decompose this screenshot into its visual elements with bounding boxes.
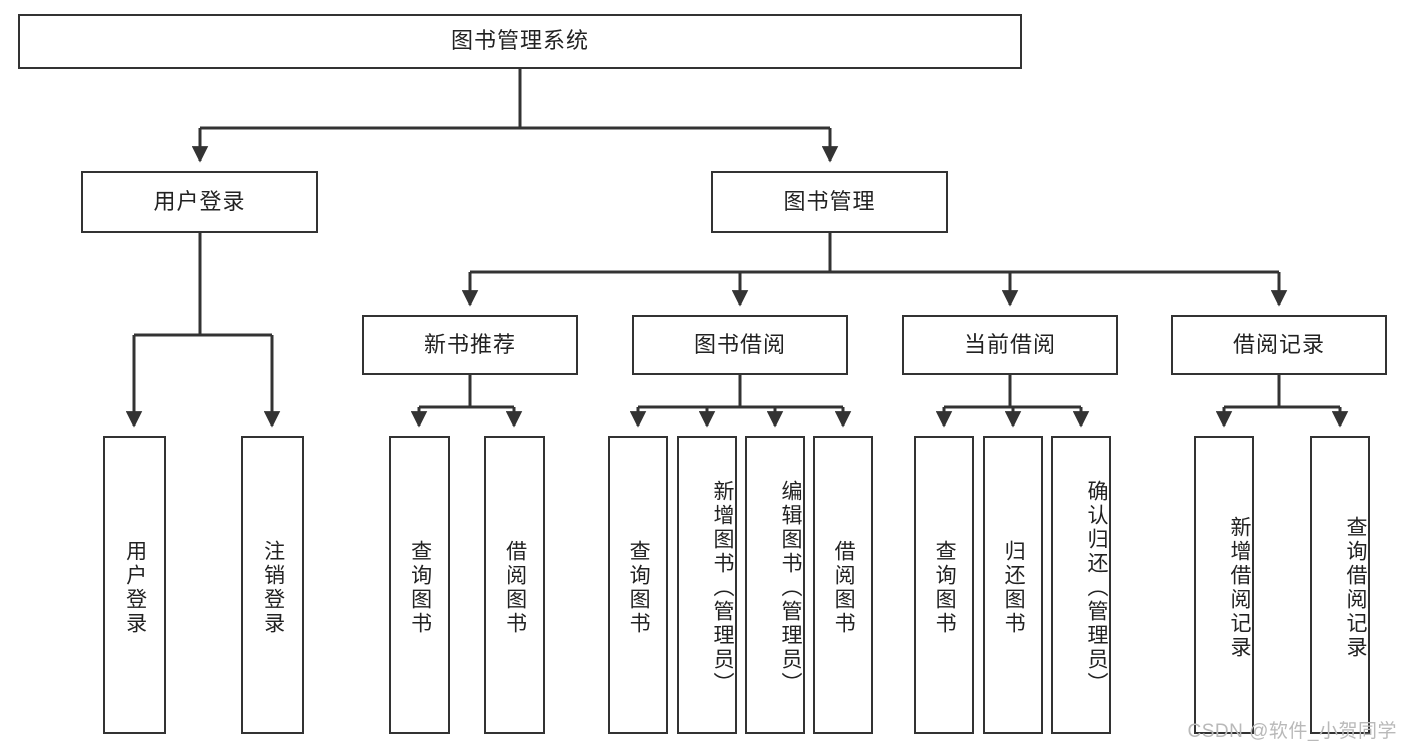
node-leaf-query-book-3-label: 查询图书	[933, 540, 957, 636]
node-book-borrow-label: 图书借阅	[693, 331, 786, 357]
node-leaf-query-book-3[interactable]: 查询图书	[914, 436, 974, 734]
node-leaf-query-book-1-label: 查询图书	[408, 540, 432, 636]
node-user-login-label: 用户登录	[153, 188, 246, 214]
node-leaf-query-book-1[interactable]: 查询图书	[389, 436, 450, 734]
node-new-book-recommend[interactable]: 新书推荐	[362, 315, 578, 375]
node-leaf-borrow-book-1-label: 借阅图书	[503, 540, 527, 636]
node-leaf-add-record[interactable]: 新增借阅记录	[1194, 436, 1254, 734]
node-book-borrow[interactable]: 图书借阅	[632, 315, 848, 375]
node-leaf-borrow-book-1[interactable]: 借阅图书	[484, 436, 545, 734]
node-current-borrow[interactable]: 当前借阅	[902, 315, 1118, 375]
watermark: CSDN @软件_小贺同学	[1187, 721, 1397, 742]
node-leaf-query-record[interactable]: 查询借阅记录	[1310, 436, 1370, 734]
node-leaf-borrow-book-2[interactable]: 借阅图书	[813, 436, 873, 734]
node-leaf-user-login[interactable]: 用户登录	[103, 436, 166, 734]
node-leaf-confirm-return-label: 确认归还（管理员）	[1085, 480, 1108, 696]
node-book-manage[interactable]: 图书管理	[711, 171, 948, 233]
node-leaf-user-login-label: 用户登录	[123, 540, 147, 636]
node-leaf-query-book-2[interactable]: 查询图书	[608, 436, 668, 734]
node-new-book-recommend-label: 新书推荐	[423, 331, 516, 357]
node-leaf-edit-book[interactable]: 编辑图书（管理员）	[745, 436, 805, 734]
node-current-borrow-label: 当前借阅	[963, 331, 1056, 357]
node-root[interactable]: 图书管理系统	[18, 14, 1022, 69]
node-leaf-add-book-label: 新增图书（管理员）	[711, 480, 734, 696]
node-user-login[interactable]: 用户登录	[81, 171, 318, 233]
node-leaf-edit-book-label: 编辑图书（管理员）	[779, 480, 802, 696]
node-leaf-logout-label: 注销登录	[261, 540, 285, 636]
node-borrow-record-label: 借阅记录	[1232, 331, 1325, 357]
node-book-manage-label: 图书管理	[783, 188, 876, 214]
node-leaf-add-book[interactable]: 新增图书（管理员）	[677, 436, 737, 734]
node-leaf-query-book-2-label: 查询图书	[627, 540, 651, 636]
node-root-label: 图书管理系统	[450, 28, 589, 54]
node-leaf-logout[interactable]: 注销登录	[241, 436, 304, 734]
node-borrow-record[interactable]: 借阅记录	[1171, 315, 1387, 375]
node-leaf-query-record-label: 查询借阅记录	[1344, 516, 1367, 660]
node-leaf-borrow-book-2-label: 借阅图书	[832, 540, 856, 636]
node-leaf-return-book[interactable]: 归还图书	[983, 436, 1043, 734]
node-leaf-add-record-label: 新增借阅记录	[1228, 516, 1251, 660]
node-leaf-confirm-return[interactable]: 确认归还（管理员）	[1051, 436, 1111, 734]
node-leaf-return-book-label: 归还图书	[1002, 540, 1026, 636]
